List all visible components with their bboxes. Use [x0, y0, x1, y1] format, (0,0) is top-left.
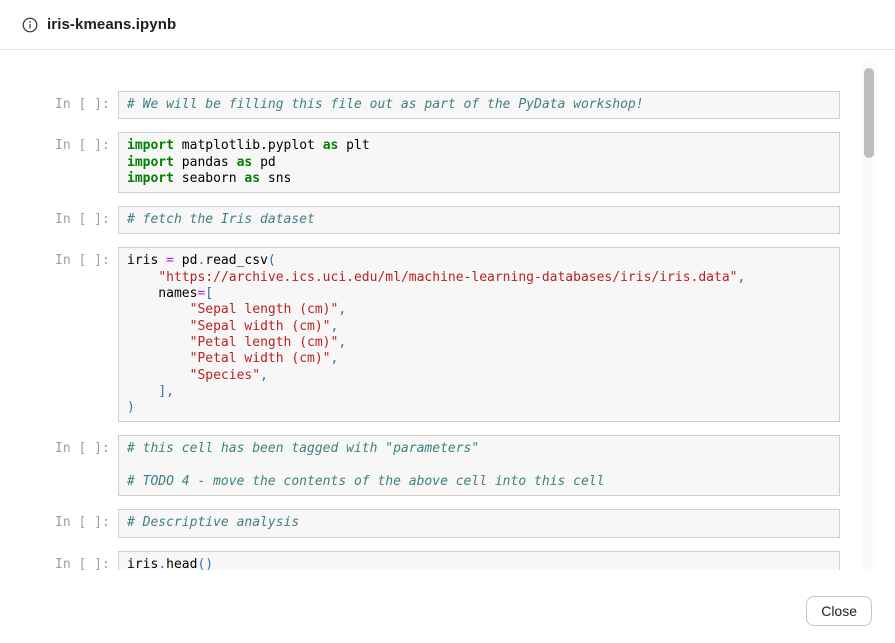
cell-prompt: In [ ]: — [55, 441, 110, 457]
code-line — [127, 458, 831, 474]
notebook-cell: In [ ]: # Descriptive analysis — [55, 509, 840, 538]
code-cell-input: # Descriptive analysis — [118, 509, 840, 538]
cell-prompt: In [ ]: — [55, 515, 110, 531]
code-cell-input: # We will be filling this file out as pa… — [118, 91, 840, 120]
code-line: "Species", — [189, 367, 268, 383]
code-line: "https://archive.ics.uci.edu/ml/machine-… — [158, 269, 746, 285]
code-line: ], — [158, 383, 174, 399]
code-line: "Petal width (cm)", — [189, 351, 339, 367]
cell-prompt: In [ ]: — [55, 212, 110, 228]
code-line: "Petal length (cm)", — [189, 334, 347, 350]
scrollbar-thumb[interactable] — [864, 68, 874, 158]
notebook-cells: In [ ]: # We will be filling this file ou… — [0, 51, 895, 570]
notebook-viewer: In [ ]: # We will be filling this file ou… — [0, 51, 895, 570]
notebook-cell: In [ ]: # We will be filling this file ou… — [55, 91, 840, 120]
code-line: iris.head() — [127, 556, 214, 570]
code-line: import pandas as pd — [127, 154, 276, 170]
code-line: iris = pd.read_csv( — [127, 253, 276, 269]
notebook-cell: In [ ]: # fetch the Iris dataset — [55, 206, 840, 235]
code-line: import seaborn as sns — [127, 170, 292, 186]
code-line: import matplotlib.pyplot as plt — [127, 138, 370, 154]
code-cell-input: # fetch the Iris dataset — [118, 206, 840, 235]
notebook-cell: In [ ]: iris.head() — [55, 550, 840, 570]
notebook-title: iris-kmeans.ipynb — [47, 16, 177, 33]
code-line: names=[ — [127, 286, 214, 302]
close-button[interactable]: Close — [806, 596, 872, 626]
cell-prompt: In [ ]: — [55, 138, 110, 154]
cell-prompt: In [ ]: — [55, 556, 110, 570]
code-line: # TODO 4 - move the contents of the abov… — [127, 474, 605, 490]
info-icon — [22, 17, 38, 32]
code-line: "Sepal length (cm)", — [189, 302, 347, 318]
code-line: "Sepal width (cm)", — [189, 318, 339, 334]
code-line: # fetch the Iris dataset — [127, 212, 315, 228]
scrollbar-track[interactable] — [862, 60, 876, 570]
code-cell-input: iris.head() — [118, 550, 840, 570]
code-cell-input: iris = pd.read_csv( "https://archive.ics… — [118, 247, 840, 423]
code-cell-input: # this cell has been tagged with "parame… — [118, 435, 840, 497]
notebook-cell: In [ ]: iris = pd.read_csv( "https://arch… — [55, 247, 840, 423]
notebook-cell: In [ ]: # this cell has been tagged with … — [55, 435, 840, 497]
code-line: # this cell has been tagged with "parame… — [127, 441, 480, 457]
cell-prompt: In [ ]: — [55, 97, 110, 112]
code-line: ) — [127, 400, 135, 416]
code-line: # We will be filling this file out as pa… — [127, 97, 644, 112]
code-line: # Descriptive analysis — [127, 515, 300, 531]
cell-prompt: In [ ]: — [55, 253, 110, 269]
modal-header: iris-kmeans.ipynb — [0, 0, 895, 50]
